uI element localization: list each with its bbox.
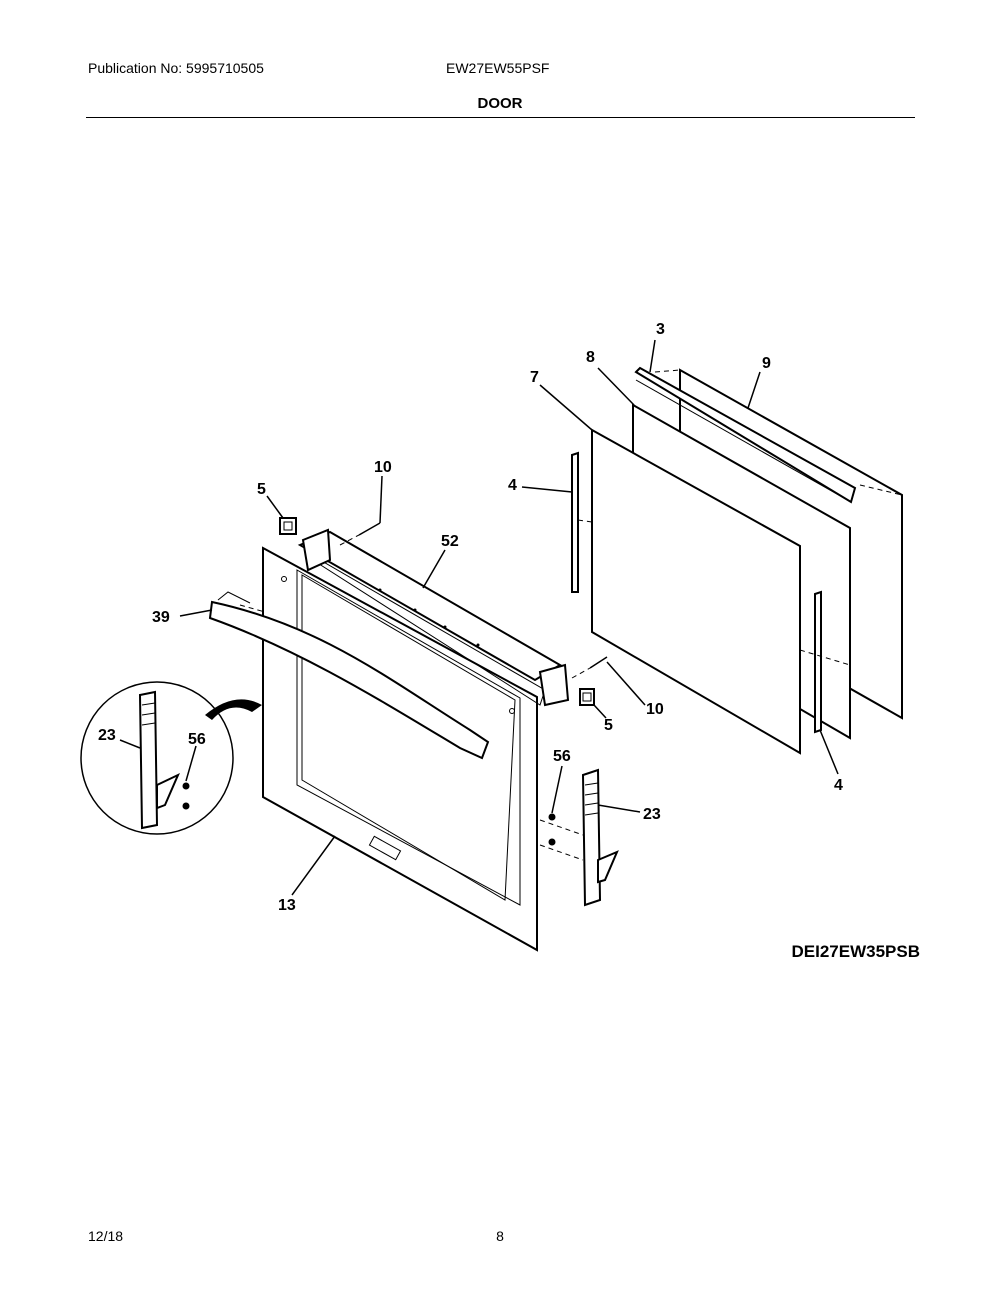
callout-8: 8 <box>586 349 595 366</box>
top-trim-3 <box>634 366 857 504</box>
callout-7: 7 <box>530 369 539 386</box>
callout-4-left: 4 <box>508 477 517 494</box>
callout-56-detail: 56 <box>188 731 206 748</box>
publication-number: Publication No: 5995710505 <box>88 60 264 76</box>
leader-lines <box>119 339 839 896</box>
page-title: DOOR <box>477 95 523 112</box>
callout-10-bottom: 10 <box>646 701 664 718</box>
callout-5-top: 5 <box>257 481 266 498</box>
clip-5-bottom <box>579 688 595 706</box>
callout-13: 13 <box>278 897 296 914</box>
callout-3: 3 <box>656 321 665 338</box>
hinge-detail-inset <box>80 681 262 835</box>
side-strip-4-right <box>799 590 851 734</box>
door-handle-39 <box>208 591 490 760</box>
callout-39: 39 <box>152 609 170 626</box>
footer-date: 12/18 <box>88 1228 124 1244</box>
callout-23: 23 <box>643 806 661 823</box>
header-rule <box>86 117 915 118</box>
screw-10-bottom <box>571 656 608 679</box>
side-strip-4-left <box>571 451 593 593</box>
outer-door-13 <box>262 546 538 952</box>
hinge-screws-56 <box>548 813 556 846</box>
page-number: 8 <box>496 1228 504 1244</box>
callout-5-bottom: 5 <box>604 717 613 734</box>
callout-10-top: 10 <box>374 459 392 476</box>
callout-9: 9 <box>762 355 771 372</box>
model-number: EW27EW55PSF <box>446 60 550 76</box>
screw-10-top <box>339 522 381 546</box>
callout-56: 56 <box>553 748 571 765</box>
inner-glass-panel-7 <box>591 428 801 755</box>
top-channel-52 <box>297 528 570 707</box>
callout-4-right: 4 <box>834 777 843 794</box>
hinge-23 <box>539 768 619 907</box>
diagram-reference-code: DEI27EW35PSB <box>791 942 921 961</box>
callout-52: 52 <box>441 533 459 550</box>
callout-23-detail: 23 <box>98 727 116 744</box>
clip-5-top <box>279 517 297 535</box>
